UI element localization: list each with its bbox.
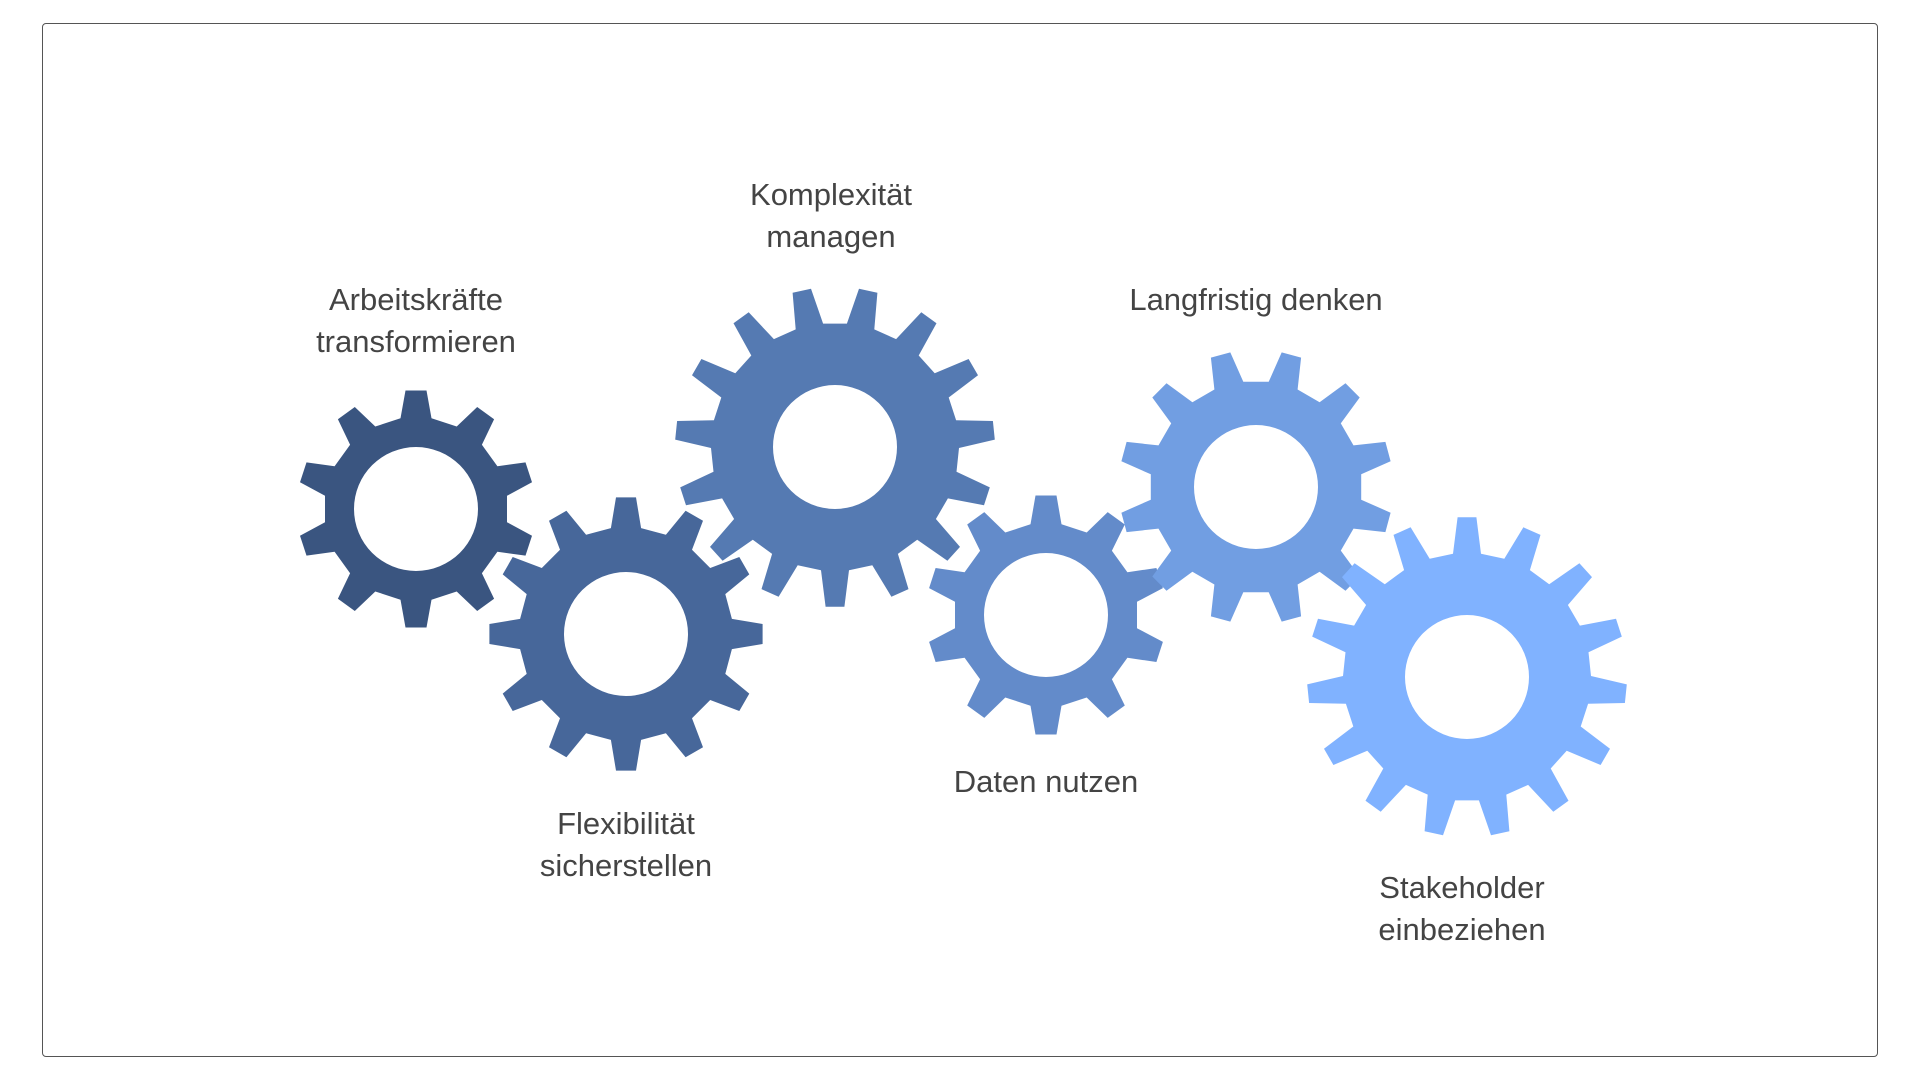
gear-stakeholder-icon <box>1307 517 1627 836</box>
label-arbeitskraefte: Arbeitskräfte transformieren <box>316 279 516 363</box>
gear-daten-icon <box>929 495 1163 735</box>
label-daten: Daten nutzen <box>954 761 1138 803</box>
label-line: managen <box>766 219 896 254</box>
label-stakeholder: Stakeholder einbeziehen <box>1378 867 1545 951</box>
diagram-frame <box>42 23 1878 1057</box>
label-line: sicherstellen <box>539 848 713 883</box>
label-komplexitaet: Komplexität managen <box>750 174 912 258</box>
label-langfristig: Langfristig denken <box>1129 279 1382 321</box>
label-line: Langfristig denken <box>1129 282 1383 317</box>
gear-flexibilitaet-icon <box>489 497 763 771</box>
label-line: Flexibilität <box>557 806 695 841</box>
label-line: Komplexität <box>750 177 912 212</box>
label-flexibilitaet: Flexibilität sicherstellen <box>540 803 712 887</box>
gear-arbeitskraefte-icon <box>300 390 532 628</box>
gear-komplexitaet-icon <box>675 288 995 607</box>
label-line: Stakeholder <box>1379 870 1545 905</box>
label-line: einbeziehen <box>1378 912 1546 947</box>
label-line: Daten nutzen <box>953 764 1139 799</box>
label-line: Arbeitskräfte <box>328 282 504 317</box>
label-line: transformieren <box>316 324 516 359</box>
gear-langfristig-icon <box>1121 352 1391 622</box>
